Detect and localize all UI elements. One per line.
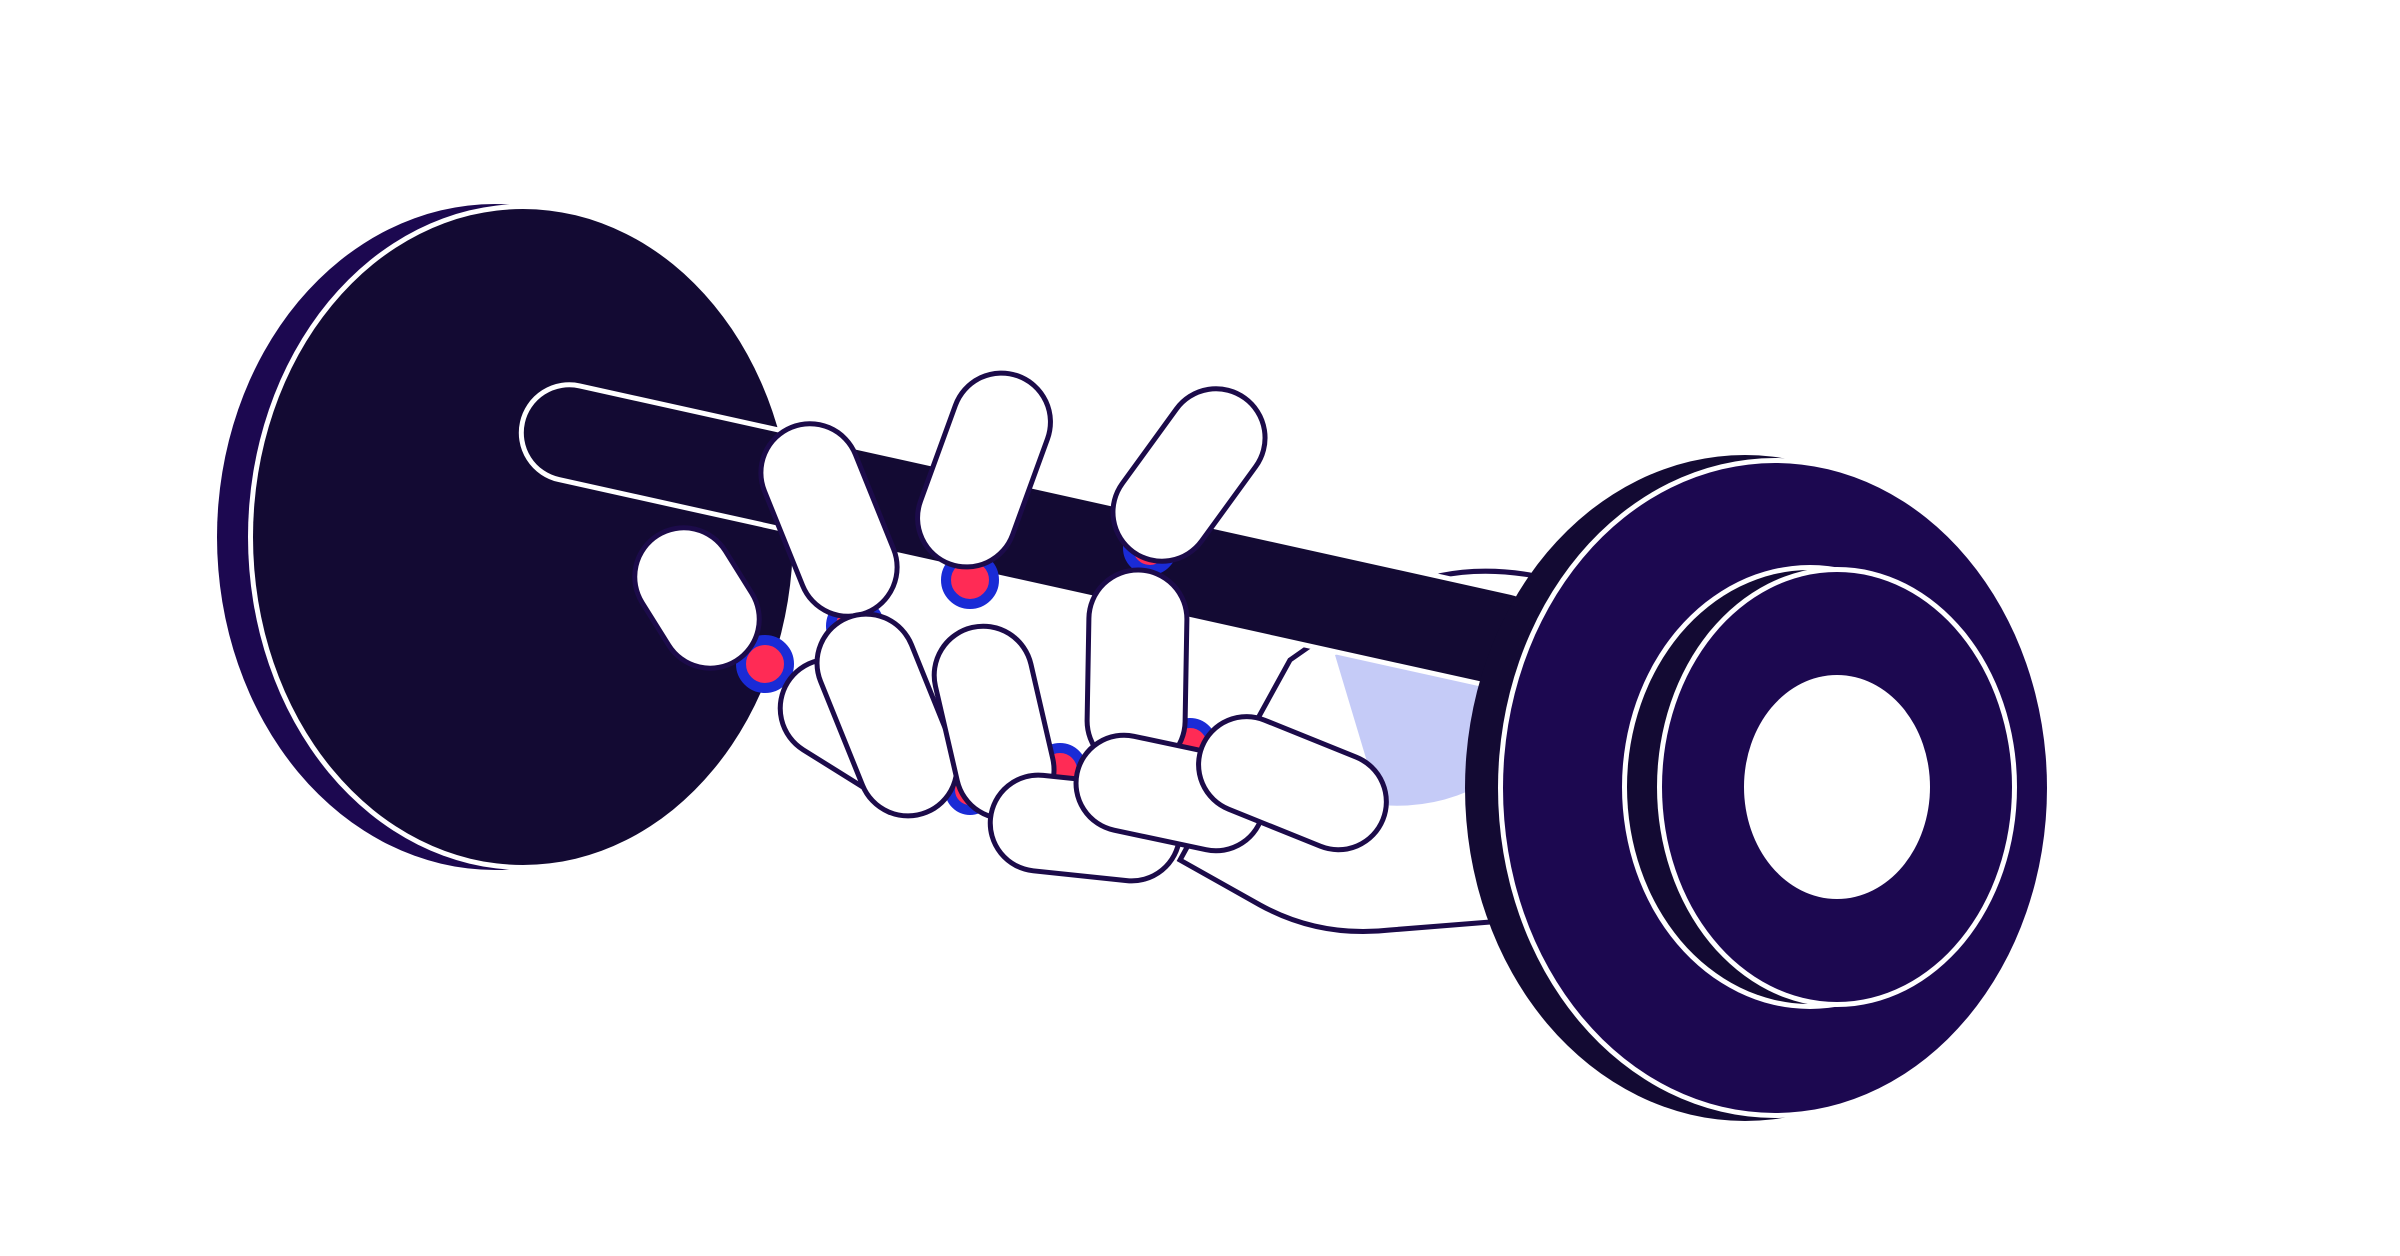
left-plate-face: [253, 209, 793, 865]
left-weight-plate: [217, 204, 798, 870]
finger-4-upper: [1110, 386, 1268, 564]
right-weight-plate: [1465, 455, 2052, 1121]
finger-11-tip: [1196, 714, 1389, 853]
finger-1-upper: [632, 525, 762, 671]
fingers-back: [632, 370, 1389, 884]
finger-3-upper: [915, 370, 1053, 570]
finger-6-lower: [814, 611, 960, 819]
right-plate-hole: [1744, 675, 1930, 899]
finger-1-joint: [736, 635, 794, 693]
